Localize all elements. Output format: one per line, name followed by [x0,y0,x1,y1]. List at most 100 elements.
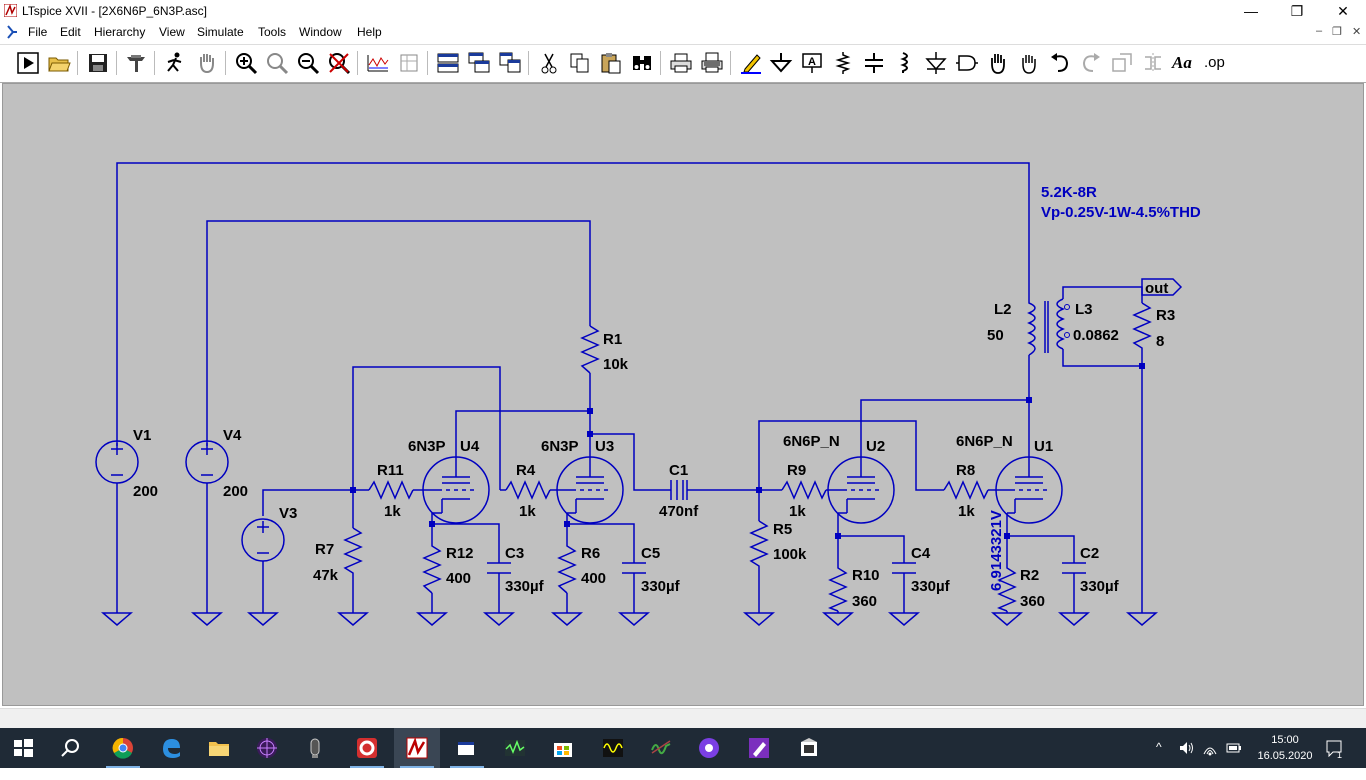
u2-model[interactable]: 6N6P_N [783,433,840,450]
r9-value[interactable]: 1k [789,503,806,520]
mdi-restore-button[interactable]: ❐ [1332,26,1342,38]
l2-value[interactable]: 50 [987,327,1004,344]
c1-name[interactable]: C1 [669,462,688,479]
r3-name[interactable]: R3 [1156,307,1175,324]
waveform-icon[interactable] [366,51,390,75]
u4-model[interactable]: 6N3P [408,438,446,455]
menu-edit[interactable]: Edit [60,25,81,39]
child-window-icon[interactable] [6,25,18,39]
move-icon[interactable] [986,51,1010,75]
zoom-in-icon[interactable] [234,51,258,75]
v3-name[interactable]: V3 [279,505,297,522]
r6-name[interactable]: R6 [581,545,600,562]
mdi-minimize-button[interactable]: – [1316,25,1323,37]
r5-value[interactable]: 100k [773,546,807,563]
run-icon[interactable] [16,51,40,75]
label-net-icon[interactable]: A [800,51,824,75]
open-icon[interactable] [47,51,71,75]
c2-value[interactable]: 330µf [1080,578,1120,595]
cut-icon[interactable] [537,51,561,75]
tile-horizontal-icon[interactable] [436,51,460,75]
pan-hand-icon[interactable] [195,51,219,75]
menu-window[interactable]: Window [299,25,342,39]
edge-icon[interactable] [148,728,194,768]
u2-name[interactable]: U2 [866,438,885,455]
clock[interactable]: 15:00 16.05.2020 [1255,732,1315,764]
save-icon[interactable] [86,51,110,75]
c5-value[interactable]: 330µf [641,578,681,595]
explorer-icon[interactable] [196,728,242,768]
text-icon[interactable]: Aa [1172,53,1192,72]
spice-directive-icon[interactable]: .op [1204,54,1225,71]
c3-name[interactable]: C3 [505,545,524,562]
app-icon-red[interactable] [344,728,390,768]
r7-name[interactable]: R7 [315,541,334,558]
c3-value[interactable]: 330µf [505,578,545,595]
l3-name[interactable]: L3 [1075,301,1093,318]
app-icon-wave[interactable] [590,728,636,768]
search-icon[interactable] [48,728,94,768]
drag-icon[interactable] [1017,51,1041,75]
menu-hierarchy[interactable]: Hierarchy [94,25,146,39]
app-icon-scope[interactable] [492,728,538,768]
print-setup-icon[interactable] [700,51,724,75]
u1-name[interactable]: U1 [1034,438,1053,455]
minimize-button[interactable]: — [1244,3,1258,19]
net-label-out[interactable]: out [1145,280,1168,297]
copy-icon[interactable] [568,51,592,75]
menu-help[interactable]: Help [357,25,382,39]
r4-name[interactable]: R4 [516,462,536,479]
v4-value[interactable]: 200 [223,483,248,500]
close-button[interactable]: ✕ [1337,3,1349,19]
chrome-icon[interactable] [100,728,146,768]
u1-model[interactable]: 6N6P_N [956,433,1013,450]
component-icon[interactable] [955,51,979,75]
halt-icon[interactable] [163,51,187,75]
menu-tools[interactable]: Tools [258,25,287,39]
notifications-icon[interactable] [1325,739,1343,757]
c4-name[interactable]: C4 [911,545,931,562]
app-icon-window[interactable] [444,728,490,768]
u3-name[interactable]: U3 [595,438,614,455]
ltspice-icon[interactable] [394,728,440,768]
menu-simulate[interactable]: Simulate [197,25,244,39]
cascade-icon[interactable] [467,51,491,75]
store-icon[interactable] [540,728,586,768]
draw-wire-icon[interactable] [739,51,763,75]
app-icon-globe[interactable] [244,728,290,768]
c5-name[interactable]: C5 [641,545,660,562]
r5-name[interactable]: R5 [773,521,792,538]
r1-value[interactable]: 10k [603,356,629,373]
r10-name[interactable]: R10 [852,567,880,584]
v1-value[interactable]: 200 [133,483,158,500]
v1-name[interactable]: V1 [133,427,151,444]
mirror-icon[interactable] [1141,51,1165,75]
start-icon[interactable] [0,728,46,768]
volume-icon[interactable] [1178,740,1194,756]
zoom-full-icon[interactable] [265,51,289,75]
schematic-icon[interactable] [397,51,421,75]
r1-name[interactable]: R1 [603,331,622,348]
zoom-cancel-icon[interactable] [327,51,351,75]
resistor-icon[interactable] [831,51,855,75]
zoom-out-icon[interactable] [296,51,320,75]
r11-name[interactable]: R11 [377,462,404,479]
r8-value[interactable]: 1k [958,503,975,520]
l3-value[interactable]: 0.0862 [1073,327,1119,344]
undo-icon[interactable] [1048,51,1072,75]
inductor-icon[interactable] [893,51,917,75]
app-icon-tube[interactable] [292,728,338,768]
l2-name[interactable]: L2 [994,301,1012,318]
r8-name[interactable]: R8 [956,462,975,479]
r4-value[interactable]: 1k [519,503,536,520]
tray-chevron-icon[interactable]: ^ [1156,740,1162,754]
tile-vertical-icon[interactable] [498,51,522,75]
r3-value[interactable]: 8 [1156,333,1164,350]
r9-name[interactable]: R9 [787,462,806,479]
c2-name[interactable]: C2 [1080,545,1099,562]
r2-value[interactable]: 360 [1020,593,1045,610]
redo-icon[interactable] [1079,51,1103,75]
battery-icon[interactable] [1226,740,1242,756]
rotate-icon[interactable] [1110,51,1134,75]
schematic-canvas[interactable]: 5.2K-8R Vp-0.25V-1W-4.5%THD out 6.914332… [2,83,1364,706]
